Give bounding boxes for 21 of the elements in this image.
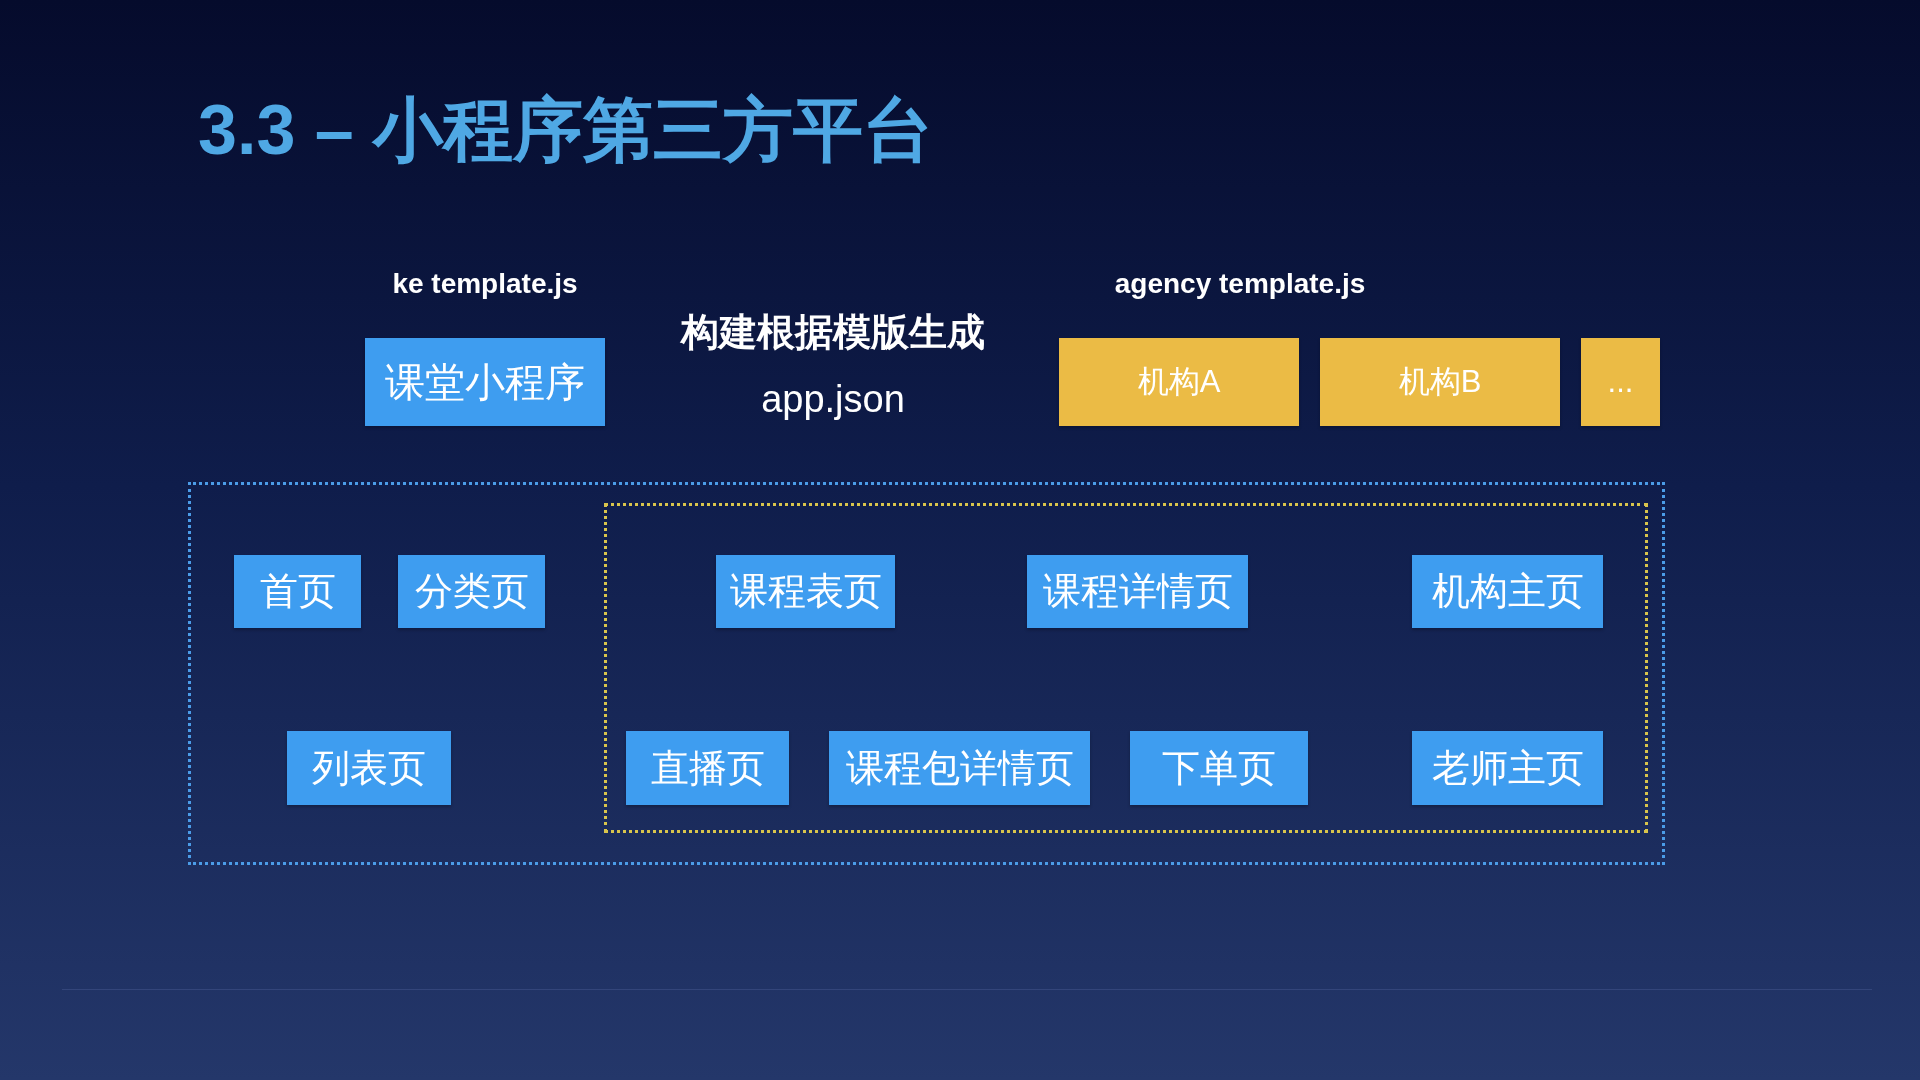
page-box: 首页 bbox=[234, 555, 361, 628]
dotted-frame bbox=[188, 482, 1665, 865]
template-box: 课堂小程序 bbox=[365, 338, 605, 426]
file-label: agency template.js bbox=[1114, 268, 1366, 300]
page-box: 课程包详情页 bbox=[829, 731, 1090, 805]
page-box: 机构主页 bbox=[1412, 555, 1603, 628]
note-text: 构建根据模版生成 bbox=[681, 310, 985, 355]
page-box: 课程表页 bbox=[716, 555, 895, 628]
page-box: 课程详情页 bbox=[1027, 555, 1248, 628]
agency-box: ... bbox=[1581, 338, 1660, 426]
page-box: 老师主页 bbox=[1412, 731, 1603, 805]
page-box: 直播页 bbox=[626, 731, 789, 805]
agency-box: 机构A bbox=[1059, 338, 1299, 426]
page-box: 下单页 bbox=[1130, 731, 1308, 805]
file-label: ke template.js bbox=[392, 268, 578, 300]
slide-title: 3.3 – 小程序第三方平台 bbox=[198, 90, 934, 171]
page-box: 分类页 bbox=[398, 555, 545, 628]
note-text: app.json bbox=[761, 378, 905, 421]
agency-box: 机构B bbox=[1320, 338, 1560, 426]
page-box: 列表页 bbox=[287, 731, 451, 805]
dotted-frame bbox=[604, 503, 1648, 833]
